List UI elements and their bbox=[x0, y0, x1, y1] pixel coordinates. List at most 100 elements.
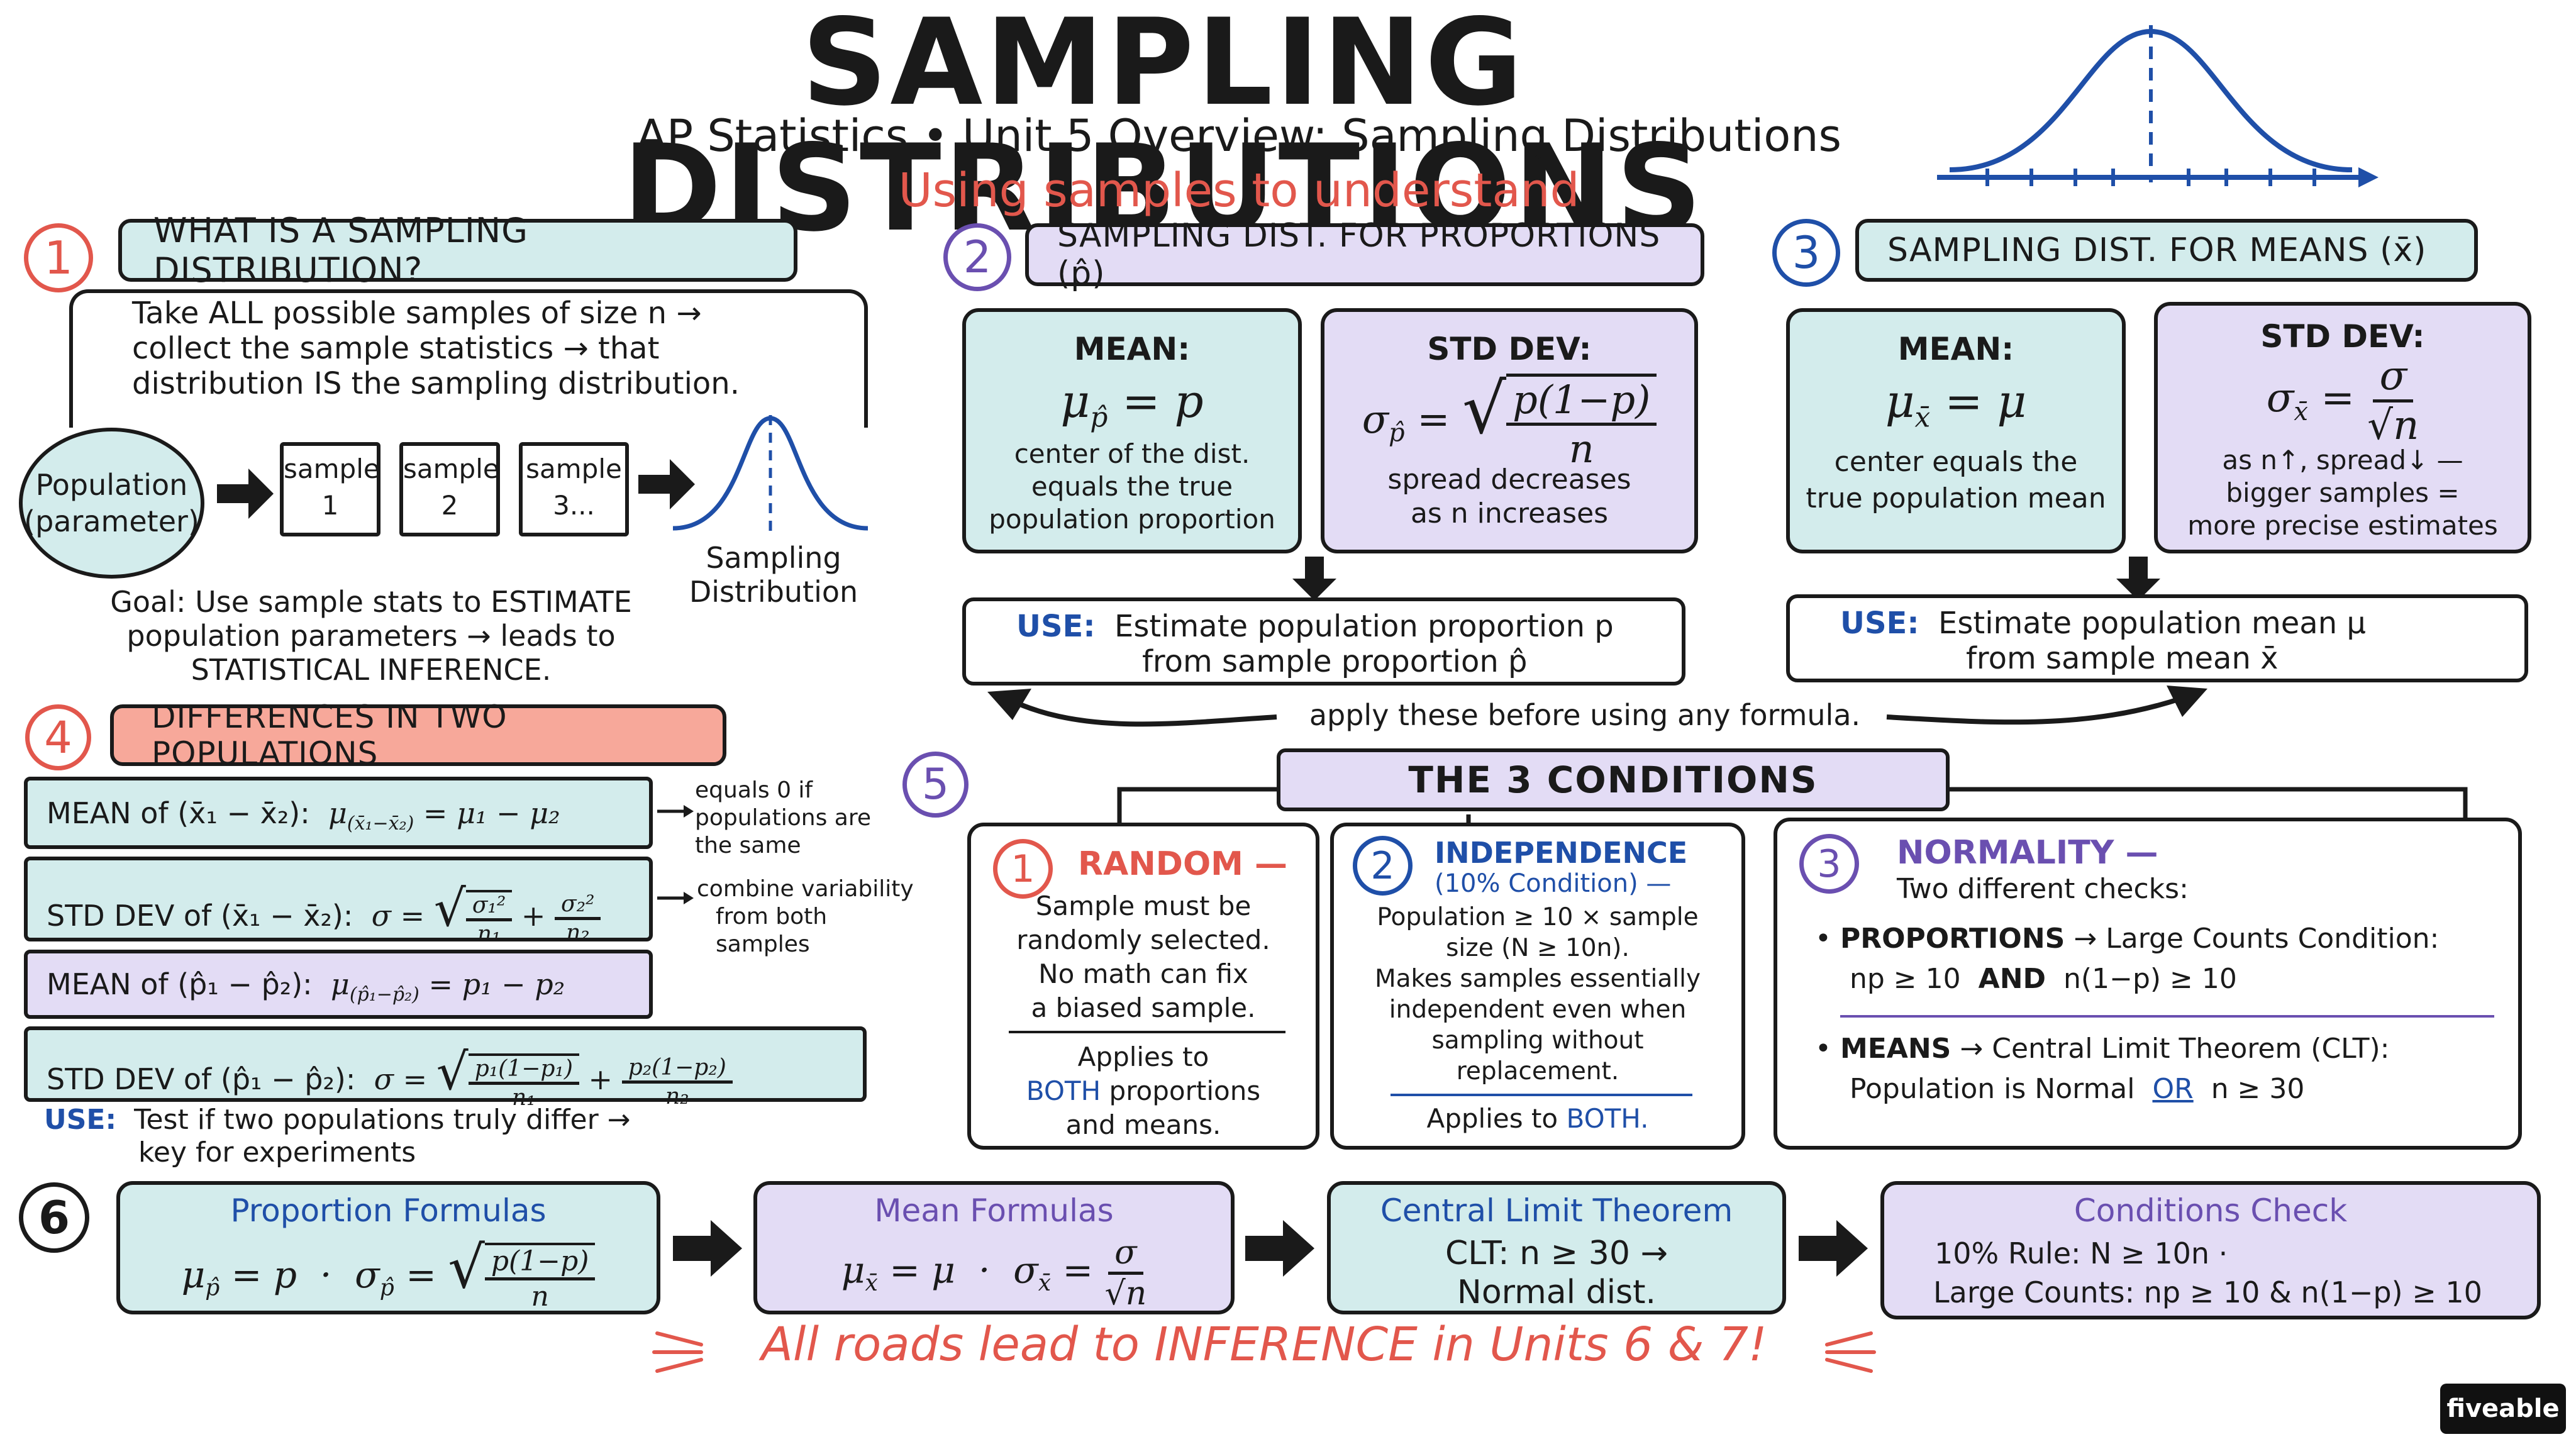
use-line: Estimate population mean μ bbox=[1938, 606, 2366, 641]
use-line: from sample proportion p̂ bbox=[1142, 644, 1528, 679]
body-line: size (N ≥ 10n). bbox=[1446, 934, 1629, 962]
body-line: Sample must be bbox=[1035, 891, 1252, 921]
use-label: USE: bbox=[1016, 609, 1096, 644]
normality-means: • MEANS → Central Limit Theorem (CLT): P… bbox=[1815, 1033, 2390, 1105]
footer-roads: All roads lead to INFERENCE in Units 6 &… bbox=[761, 1318, 1767, 1372]
section-2-number: 2 bbox=[943, 223, 1011, 291]
body-line: sampling without bbox=[1431, 1026, 1644, 1055]
applies-line: and means. bbox=[1065, 1109, 1221, 1140]
mean-description: center of the dist. equals the true popu… bbox=[966, 438, 1298, 536]
mean-formula: μx̄ = μ bbox=[1885, 375, 2027, 434]
mean-formulas-card: Mean Formulas μx̄ = μ · σx̄ = σ√n bbox=[753, 1181, 1235, 1314]
clt-card: Central Limit Theorem CLT: n ≥ 30 → Norm… bbox=[1327, 1181, 1786, 1314]
sample-box-3: sample 3... bbox=[519, 442, 629, 536]
applies-line: Applies to bbox=[1426, 1103, 1558, 1134]
section-2-banner: SAMPLING DIST. FOR PROPORTIONS (p̂) bbox=[1025, 217, 1704, 292]
diff-formula: μ(p̂₁−p̂₂) = p₁ − p₂ bbox=[321, 967, 565, 1006]
prop-rule: n(1−p) ≥ 10 bbox=[2063, 963, 2237, 995]
diff-row-text: MEAN of (x̄₁ − x̄₂): μ(x̄₁−x̄₂) = μ₁ − μ… bbox=[47, 796, 650, 835]
diff-note-1: equals 0 if populations are the same bbox=[695, 777, 884, 860]
emphasis-lines-right-icon bbox=[1825, 1331, 1876, 1373]
use-label: USE: bbox=[44, 1104, 117, 1136]
desc-line: as n increases bbox=[1410, 497, 1609, 530]
independence-heading: INDEPENDENCE bbox=[1435, 836, 1688, 870]
goal-line: population parameters → leads to bbox=[126, 619, 616, 653]
mean-label: MEAN: bbox=[1074, 331, 1191, 367]
prop-label: PROPORTIONS bbox=[1840, 923, 2065, 955]
diff-row-1: MEAN of (x̄₁ − x̄₂): μ(x̄₁−x̄₂) = μ₁ − μ… bbox=[24, 777, 653, 849]
random-number: 1 bbox=[993, 839, 1053, 899]
random-heading: RANDOM — bbox=[1078, 845, 1288, 883]
section-2-title: SAMPLING DIST. FOR PROPORTIONS (p̂) bbox=[1057, 217, 1661, 292]
card-line: Large Counts: np ≥ 10 & n(1−p) ≥ 10 bbox=[1933, 1275, 2482, 1309]
section-3-mean-card: MEAN: μx̄ = μ center equals the true pop… bbox=[1786, 308, 2126, 553]
card-formula: μp̂ = p · σp̂ = √p(1−p)n bbox=[120, 1234, 657, 1313]
condition-normality-card: 3 NORMALITY — Two different checks: • PR… bbox=[1774, 818, 2522, 1150]
note-line: combine variability bbox=[697, 876, 914, 902]
curve-label-line: Sampling bbox=[706, 541, 841, 575]
body-line: replacement. bbox=[1456, 1057, 1619, 1085]
section-1-banner: WHAT IS A SAMPLING DISTRIBUTION? bbox=[118, 211, 797, 290]
section-3-banner: SAMPLING DIST. FOR MEANS (x̄) bbox=[1855, 219, 2478, 282]
section-3-title: SAMPLING DIST. FOR MEANS (x̄) bbox=[1887, 231, 2427, 269]
independence-number: 2 bbox=[1353, 836, 1413, 896]
note-line: samples bbox=[716, 931, 810, 957]
section-1-goal: Goal: Use sample stats to ESTIMATE popul… bbox=[57, 585, 686, 687]
diff-row-text: STD DEV of (p̂₁ − p̂₂): σ = √p₁(1−p₁)n₁ … bbox=[47, 1043, 864, 1111]
section-1-bracket bbox=[69, 289, 868, 428]
proportion-formulas-card: Proportion Formulas μp̂ = p · σp̂ = √p(1… bbox=[116, 1181, 660, 1314]
note-line: from both bbox=[716, 904, 828, 930]
mean-formula: μp̂ = p bbox=[1060, 375, 1204, 434]
sample-label: sample bbox=[284, 453, 380, 484]
random-applies: Applies to BOTH proportions and means. bbox=[971, 1040, 1316, 1142]
desc-line: population proportion bbox=[989, 504, 1275, 535]
card-title: Conditions Check bbox=[2074, 1192, 2348, 1229]
desc-line: bigger samples = bbox=[2226, 477, 2460, 508]
sample-box-2: sample 2 bbox=[399, 442, 500, 536]
section-2-sd-card: STD DEV: σp̂ = √p(1−p)n spread decreases… bbox=[1321, 308, 1698, 553]
desc-line: spread decreases bbox=[1387, 464, 1631, 496]
diff-label: STD DEV of (x̄₁ − x̄₂): bbox=[47, 899, 353, 933]
card-line: CLT: n ≥ 30 → bbox=[1445, 1235, 1668, 1272]
section-1-title: WHAT IS A SAMPLING DISTRIBUTION? bbox=[153, 211, 528, 290]
body-line: independent even when bbox=[1389, 996, 1687, 1024]
random-body: Sample must be randomly selected. No mat… bbox=[971, 889, 1316, 1025]
desc-line: center equals the bbox=[1834, 446, 2078, 478]
means-or: OR bbox=[2152, 1073, 2194, 1105]
normality-proportions: • PROPORTIONS → Large Counts Condition: … bbox=[1815, 923, 2440, 995]
body-line: Population ≥ 10 × sample bbox=[1377, 903, 1699, 931]
section-6-number: 6 bbox=[19, 1182, 89, 1253]
sampling-distribution-curve-icon bbox=[672, 415, 869, 531]
normality-intro: Two different checks: bbox=[1897, 873, 2189, 905]
applies-line: proportions bbox=[1109, 1075, 1261, 1106]
sample-box-1: sample 1 bbox=[280, 442, 380, 536]
diff-formula: μ(x̄₁−x̄₂) = μ₁ − μ₂ bbox=[319, 796, 560, 835]
use-line: key for experiments bbox=[138, 1136, 416, 1169]
brand-logo: fiveable bbox=[2440, 1384, 2566, 1434]
apply-arrows bbox=[987, 686, 2207, 727]
diff-label: MEAN of (x̄₁ − x̄₂): bbox=[47, 796, 310, 830]
arrow-right-icon bbox=[217, 469, 274, 519]
normality-heading: NORMALITY — bbox=[1897, 834, 2158, 872]
section-3-use-box: USE: Estimate population mean μ from sam… bbox=[1786, 594, 2528, 682]
sampling-distribution-label: Sampling Distribution bbox=[667, 541, 880, 609]
arrow-down-icon bbox=[2116, 557, 2160, 601]
sd-description: spread decreases as n increases bbox=[1324, 463, 1694, 531]
diff-note-2: combine variability from both samples bbox=[697, 875, 923, 958]
arrow-down-icon bbox=[1292, 557, 1336, 601]
card-body: CLT: n ≥ 30 → Normal dist. bbox=[1331, 1234, 1782, 1312]
arrow-right-icon bbox=[1245, 1220, 1314, 1277]
arrow-right-icon bbox=[638, 459, 695, 509]
sample-number: 1 bbox=[321, 490, 339, 521]
goal-line: STATISTICAL INFERENCE. bbox=[191, 653, 552, 687]
means-rule: Population is Normal bbox=[1850, 1073, 2135, 1105]
condition-independence-card: 2 INDEPENDENCE (10% Condition) — Populat… bbox=[1330, 823, 1745, 1150]
body-line: Makes samples essentially bbox=[1374, 965, 1701, 993]
card-formula: μx̄ = μ · σx̄ = σ√n bbox=[841, 1234, 1147, 1313]
use-line: Test if two populations truly differ → bbox=[134, 1104, 631, 1136]
applies-both: BOTH. bbox=[1566, 1103, 1649, 1134]
desc-line: equals the true bbox=[1031, 471, 1233, 502]
means-text: → Central Limit Theorem (CLT): bbox=[1960, 1033, 2390, 1065]
arrow-right-icon bbox=[1799, 1220, 1868, 1277]
population-circle: Population (parameter) bbox=[19, 428, 204, 579]
